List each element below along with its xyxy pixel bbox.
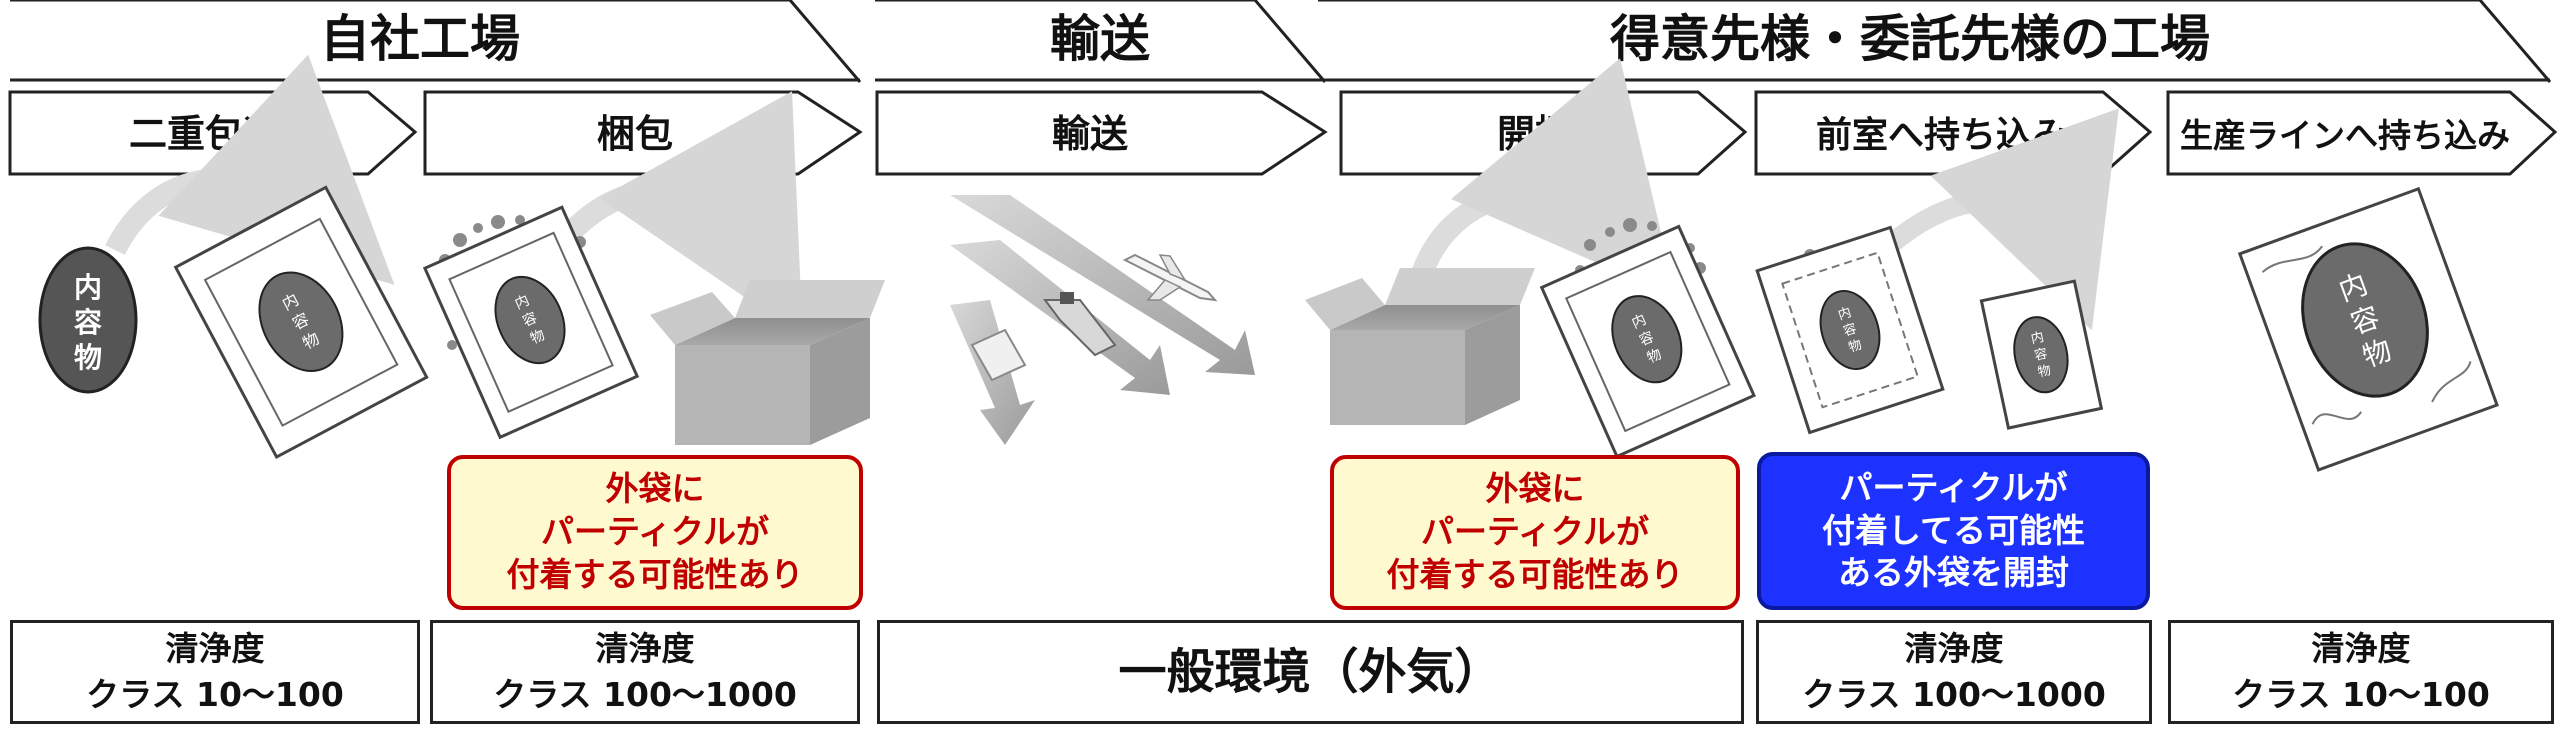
step-chevron-double-pack: 二重包装 <box>8 90 418 176</box>
step-chevron-production-line: 生産ラインへ持ち込み <box>2166 90 2558 176</box>
phase-label: 輸送 <box>1050 10 1150 68</box>
illustration-packing: 内 容 物 <box>422 91 885 445</box>
step-label: 二重包装 <box>129 112 281 156</box>
illustration-unpacking: 内 容 物 <box>1305 58 1756 459</box>
opened-outer-bag: 内 容 物 <box>1755 225 1945 435</box>
svg-text:内: 内 <box>513 292 532 312</box>
cleanliness-box-double-pack: 清浄度 クラス 10～100 <box>10 620 420 724</box>
phase-banner-customer-factory: 得意先様・委託先様の工場 <box>1318 0 2552 83</box>
svg-text:物: 物 <box>1645 346 1664 366</box>
step-label: 生産ラインへ持ち込み <box>2180 116 2510 155</box>
svg-text:容: 容 <box>2033 346 2049 364</box>
cardboard-box <box>650 280 885 445</box>
svg-text:内: 内 <box>1629 312 1648 332</box>
svg-text:容: 容 <box>289 309 312 333</box>
double-bag: 内 容 物 <box>1539 224 1756 459</box>
svg-text:内: 内 <box>1836 304 1853 323</box>
double-bag: 内 容 物 <box>173 185 429 460</box>
airplane-icon <box>1122 253 1218 302</box>
illustration-production-line: 内 容 物 <box>2237 186 2499 472</box>
cleanliness-box-production-line: 清浄度 クラス 10～100 <box>2168 620 2554 724</box>
ship-icon <box>1043 292 1117 357</box>
particle-warning-note-anteroom: パーティクルが 付着してる可能性 ある外袋を開封 <box>1757 452 2150 610</box>
phase-banner-own-factory: 自社工場 <box>10 0 862 83</box>
cleanliness-box-general-environment: 一般環境（外気） <box>877 620 1744 724</box>
particle-warning-note-packing: 外袋に パーティクルが 付着する可能性あり <box>447 455 863 610</box>
svg-text:物: 物 <box>74 341 102 374</box>
step-label: 開梱 <box>1497 112 1573 156</box>
cleanliness-box-packing: 清浄度 クラス 100～1000 <box>430 620 860 724</box>
svg-text:容: 容 <box>520 309 540 330</box>
svg-text:物: 物 <box>300 329 323 353</box>
svg-text:内: 内 <box>2029 329 2045 347</box>
step-label: 梱包 <box>597 112 673 156</box>
double-bag: 内 容 物 <box>422 205 640 440</box>
inner-bag: 内 容 物 <box>1979 279 2104 430</box>
phase-label: 自社工場 <box>320 10 520 68</box>
inner-bag: 内 容 物 <box>2237 186 2499 472</box>
cardboard-box <box>1305 268 1535 425</box>
svg-text:内: 内 <box>74 271 102 304</box>
truck-icon <box>970 328 1027 382</box>
svg-text:物: 物 <box>528 327 547 347</box>
step-chevron-packing: 梱包 <box>423 90 863 176</box>
phase-label: 得意先様・委託先様の工場 <box>1610 10 2210 68</box>
illustration-transport <box>950 195 1255 445</box>
step-label: 前室へ持ち込み <box>1816 115 2068 156</box>
step-chevron-anteroom: 前室へ持ち込み <box>1754 90 2153 176</box>
svg-text:内: 内 <box>279 290 302 314</box>
phase-banner-transport: 輸送 <box>875 0 1327 83</box>
step-chevron-unpacking: 開梱 <box>1339 90 1748 176</box>
svg-text:容: 容 <box>1637 328 1657 349</box>
cleanliness-box-anteroom: 清浄度 クラス 100～1000 <box>1756 620 2152 724</box>
contents-oval <box>38 246 138 394</box>
illustration-anteroom: 内 容 物 内 容 物 <box>1755 108 2119 435</box>
svg-text:物: 物 <box>2037 363 2053 380</box>
step-chevron-transport: 輸送 <box>875 90 1328 176</box>
step-label: 輸送 <box>1052 112 1128 156</box>
svg-text:容: 容 <box>1841 320 1858 339</box>
illustration-double-pack: 内 容 物 内 容 物 <box>38 54 429 460</box>
particle-warning-note-unpacking: 外袋に パーティクルが 付着する可能性あり <box>1330 455 1740 610</box>
svg-text:容: 容 <box>74 306 102 339</box>
svg-text:物: 物 <box>1847 337 1864 355</box>
